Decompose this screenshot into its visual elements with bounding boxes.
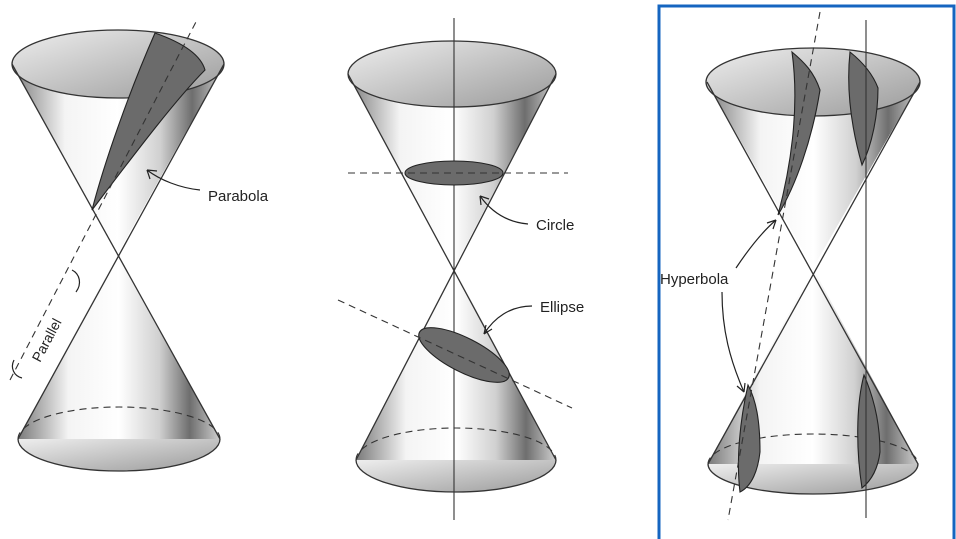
- circle-section: [404, 160, 504, 186]
- parallel-bracket-bottom: [11, 359, 23, 379]
- parabola-pointer-arrow: [146, 169, 201, 191]
- parallel-label: Parallel: [29, 316, 65, 365]
- bottom-rim-front: [17, 438, 221, 472]
- hyperbola-pointer-arrow-upper: [735, 219, 777, 269]
- bottom-rim-back: [355, 427, 557, 461]
- cone-edge: [355, 73, 557, 461]
- parallel-bracket-top: [71, 269, 81, 293]
- ellipse-pointer-arrow: [483, 305, 533, 335]
- parabola-section: [91, 32, 206, 211]
- bottom-rim-front: [355, 459, 557, 493]
- top-rim: [347, 40, 557, 108]
- circle-pointer-arrow: [479, 195, 529, 225]
- bottom-rim-back: [17, 406, 221, 440]
- cone-edge: [17, 63, 225, 440]
- hyperbola-lower-branch-right: [857, 373, 881, 490]
- oblique-cutting-plane: [727, 11, 821, 521]
- lower-nappe: [18, 255, 220, 439]
- hyperbola-lower-branch-left: [737, 383, 761, 493]
- highlight-frame: [657, 4, 956, 539]
- cone-edge: [347, 73, 557, 461]
- circle-label: Circle: [536, 217, 574, 234]
- cone-parabola: Parabola Parallel: [9, 17, 269, 472]
- ellipse-cutting-plane: [337, 299, 573, 409]
- cone-edge: [11, 63, 221, 440]
- hyperbola-pointer-arrow-lower: [721, 291, 745, 393]
- hyperbola-upper-branch-right: [848, 50, 879, 167]
- parabola-label: Parabola: [208, 188, 269, 205]
- bottom-rim-back: [707, 433, 919, 465]
- ellipse-label: Ellipse: [540, 299, 584, 316]
- cutting-plane-line: [9, 17, 199, 381]
- ellipse-section: [418, 327, 510, 383]
- hyperbola-label: Hyperbola: [660, 271, 729, 288]
- cone-edge: [706, 81, 919, 465]
- cone-edge: [707, 81, 921, 465]
- hyperbola-upper-branch-left: [777, 50, 821, 216]
- cone-circle-ellipse: Circle Ellipse: [337, 18, 584, 520]
- cone-hyperbola: Hyperbola: [660, 11, 921, 521]
